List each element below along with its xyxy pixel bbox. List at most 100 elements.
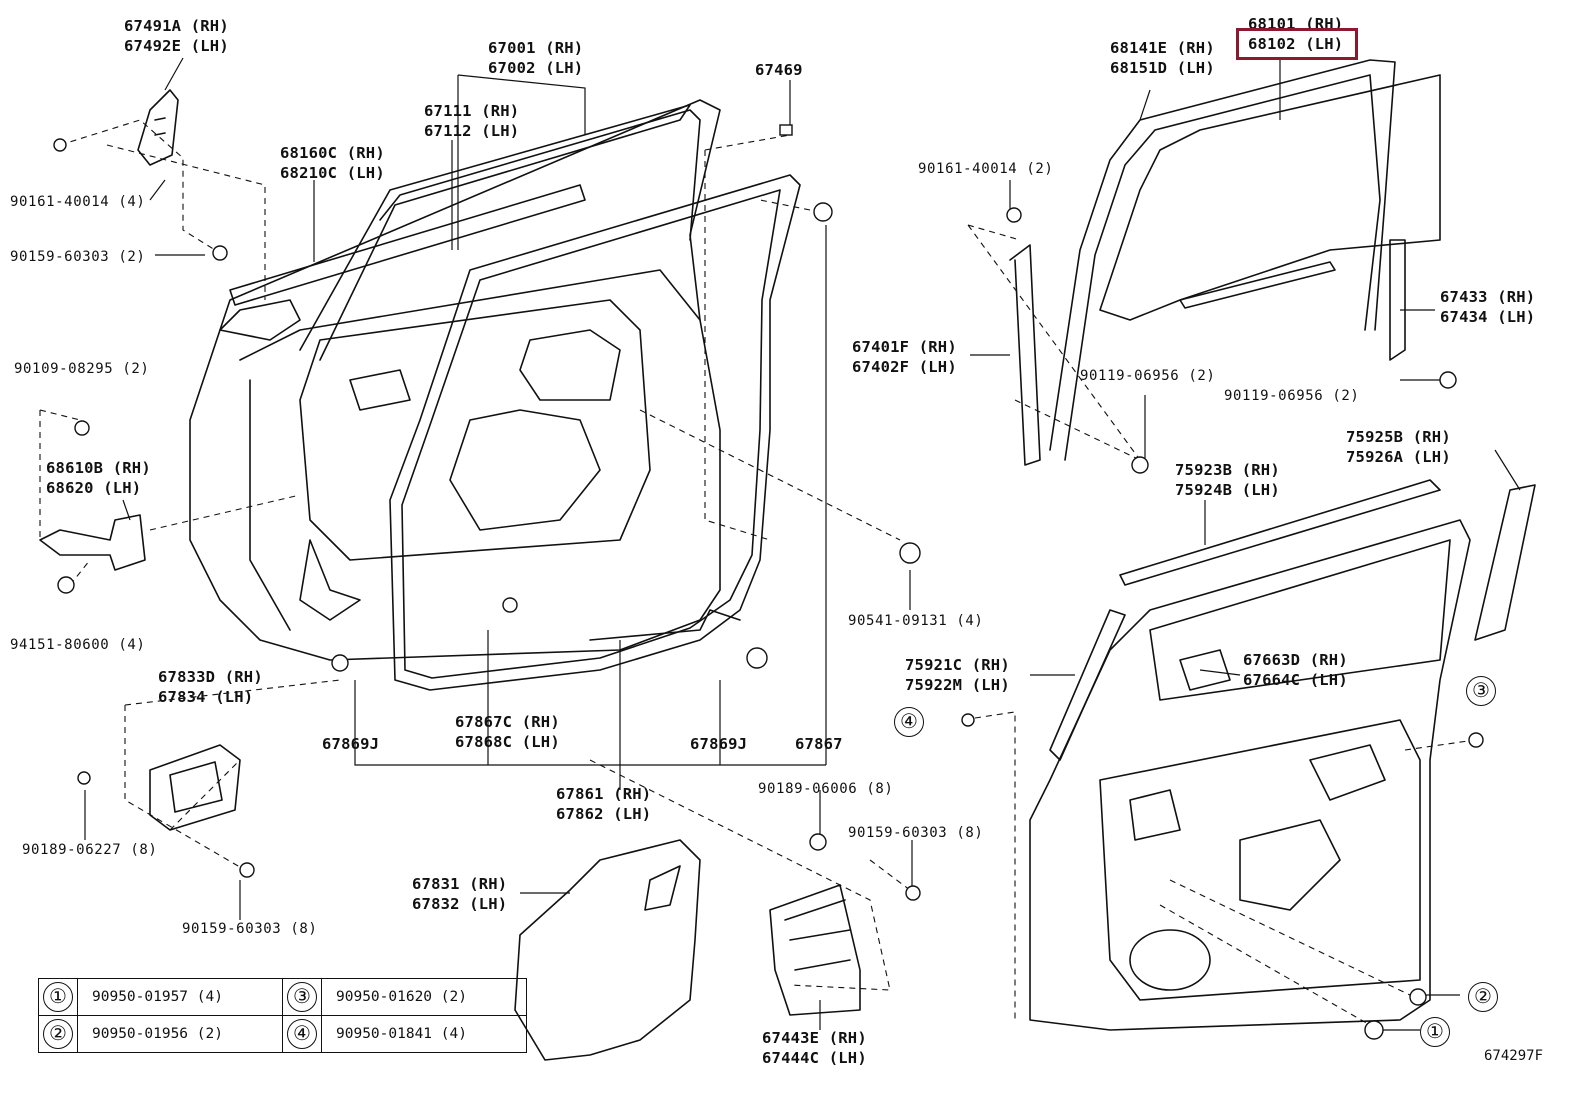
label-67833: 67833D (RH)67834 (LH) (158, 667, 263, 707)
label-67111: 67111 (RH) 67112 (LH) (424, 101, 519, 141)
label-line-rh: 67111 (RH) (424, 102, 520, 120)
label-75923: 75923B (RH) 75924B (LH) (1175, 460, 1280, 500)
legend-part: 90950-01957 (4) (77, 978, 283, 1016)
label-line-lh: 67444C (LH) (762, 1049, 867, 1067)
legend-part: 90950-01956 (2) (77, 1015, 283, 1053)
label-line-rh: 67861 (RH) (556, 785, 652, 803)
label-90189-left: 90189-06227 (8) (22, 842, 158, 858)
callout-4: ④ (894, 707, 924, 737)
label-90159-bottom: 90159-60303 (8) (182, 921, 318, 937)
glass-run (1049, 59, 1396, 461)
inside-handle (149, 744, 241, 831)
callout-1: ① (1420, 1017, 1450, 1047)
label-67831: 67831 (RH) 67832 (LH) (412, 874, 507, 914)
hinge (137, 89, 179, 166)
label-line-lh: 68151D (LH) (1110, 59, 1215, 77)
label-90161-left: 90161-40014 (4) (10, 194, 146, 210)
label-line-lh: 67402F (LH) (852, 358, 957, 376)
legend-num: ③ (287, 982, 317, 1012)
front-channel (1009, 244, 1041, 466)
label-line-lh: 67834 (LH) (158, 688, 254, 706)
label-line-lh: 67434 (LH) (1440, 308, 1536, 326)
door-check (39, 514, 146, 571)
label-67491: 67491A (RH) 67492E (LH) (124, 16, 229, 56)
label-line-lh: 75924B (LH) (1175, 481, 1280, 499)
glass-channel (1179, 261, 1336, 309)
label-line-rh: 67443E (RH) (762, 1029, 867, 1047)
label-line-lh: 75926A (LH) (1346, 448, 1451, 466)
label-90159-right: 90159-60303 (8) (848, 825, 984, 841)
label-line-lh: 75922M (LH) (905, 676, 1010, 694)
label-90541: 90541-09131 (4) (848, 613, 984, 629)
label-67867c: 67867C (RH) 67868C (LH) (455, 712, 560, 752)
door-glass (1099, 74, 1441, 321)
label-line-lh: 68102 (LH) (1248, 35, 1344, 53)
door-frame-left (229, 104, 701, 361)
label-line-lh: 67492E (LH) (124, 37, 229, 55)
legend-num: ① (43, 982, 73, 1012)
label-67433: 67433 (RH) 67434 (LH) (1440, 287, 1535, 327)
label-line-rh: 68141E (RH) (1110, 39, 1215, 57)
hole-cover (514, 839, 701, 1061)
label-line-lh: 67868C (LH) (455, 733, 560, 751)
label-line-lh: 67112 (LH) (424, 122, 520, 140)
label-line-lh: 67002 (LH) (488, 59, 584, 77)
legend-row: ① 90950-01957 (4) ③ 90950-01620 (2) (38, 978, 527, 1016)
rear-channel (1389, 239, 1406, 361)
weatherstrip-left (389, 174, 801, 691)
moulding-front (1049, 609, 1126, 761)
moulding-pillar (1474, 484, 1536, 641)
label-line-rh: 75925B (RH) (1346, 428, 1451, 446)
callout-3: ③ (1466, 676, 1496, 706)
moulding-belt (1119, 479, 1441, 586)
label-line-rh: 67001 (RH) (488, 39, 584, 57)
label-line-rh: 67663D (RH) (1243, 651, 1348, 669)
door-panel-left (189, 99, 721, 661)
label-67443: 67443E (RH) 67444C (LH) (762, 1028, 867, 1068)
label-90161-right: 90161-40014 (2) (918, 161, 1054, 177)
label-line-rh: 67401F (RH) (852, 338, 957, 356)
fastener-legend-table: ① 90950-01957 (4) ③ 90950-01620 (2) ② 90… (38, 978, 527, 1053)
label-67869-left: 67869J (322, 735, 380, 753)
highlight-box (1236, 28, 1358, 60)
label-line-rh: 75921C (RH) (905, 656, 1010, 674)
legend-num-cell: ③ (282, 978, 322, 1016)
label-90109: 90109-08295 (2) (14, 361, 150, 377)
label-90119-b: 90119-06956 (2) (1224, 388, 1360, 404)
label-line-lh: 67862 (LH) (556, 805, 652, 823)
pad (769, 884, 861, 1016)
legend-num-cell: ② (38, 1015, 78, 1053)
label-line-rh: 67433 (RH) (1440, 288, 1536, 306)
label-68610: 68610B (RH) 68620 (LH) (46, 458, 151, 498)
label-line-lh: 68620 (LH) (46, 479, 142, 497)
label-line-rh: 67831 (RH) (412, 875, 508, 893)
label-67663: 67663D (RH) 67664C (LH) (1243, 650, 1348, 690)
label-line-rh: 75923B (RH) (1175, 461, 1280, 479)
label-line-lh: 67832 (LH) (412, 895, 508, 913)
callout-2: ② (1468, 982, 1498, 1012)
label-line-rh: 67867C (RH) (455, 713, 560, 731)
label-90189-right: 90189-06006 (8) (758, 781, 894, 797)
diagram-code: 674297F (1484, 1048, 1544, 1064)
label-line-rh: 68610B (RH) (46, 459, 151, 477)
label-line-lh: 68210C (LH) (280, 164, 385, 182)
label-75921: 75921C (RH) 75922M (LH) (905, 655, 1010, 695)
label-90159-top: 90159-60303 (2) (10, 249, 146, 265)
legend-part: 90950-01620 (2) (321, 978, 527, 1016)
legend-num-cell: ① (38, 978, 78, 1016)
label-67861: 67861 (RH) 67862 (LH) (556, 784, 651, 824)
label-line-rh: 68160C (RH) (280, 144, 385, 162)
label-line-lh: 67664C (LH) (1243, 671, 1348, 689)
legend-num: ④ (287, 1019, 317, 1049)
label-68160: 68160C (RH) 68210C (LH) (280, 143, 385, 183)
label-75925: 75925B (RH) 75926A (LH) (1346, 427, 1451, 467)
legend-row: ② 90950-01956 (2) ④ 90950-01841 (4) (38, 1015, 527, 1053)
label-67869-right: 67869J (690, 735, 748, 753)
legend-num: ② (43, 1019, 73, 1049)
label-67469: 67469 (755, 61, 803, 79)
label-67001: 67001 (RH) 67002 (LH) (488, 38, 583, 78)
label-67401: 67401F (RH) 67402F (LH) (852, 337, 957, 377)
label-94151: 94151-80600 (4) (10, 637, 146, 653)
label-line-rh: 67491A (RH) (124, 17, 229, 35)
